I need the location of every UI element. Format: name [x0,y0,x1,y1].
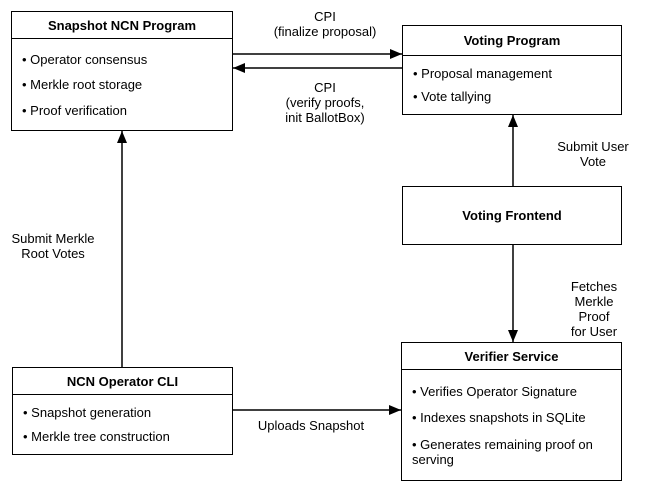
box-item: • Vote tallying [413,89,492,104]
edge-label-uploads-snapshot: Uploads Snapshot [257,418,365,433]
box-body: • Verifies Operator Signature • Indexes … [402,370,621,480]
box-title: Snapshot NCN Program [12,12,232,39]
box-voting-frontend: Voting Frontend [402,186,622,245]
box-title: NCN Operator CLI [13,368,232,395]
box-item: • Proof verification [22,102,127,118]
box-body: • Operator consensus • Merkle root stora… [12,39,232,130]
box-voting-program: Voting Program • Proposal management • V… [402,25,622,115]
box-item: • Verifies Operator Signature [412,383,577,399]
box-ncn-operator-cli: NCN Operator CLI • Snapshot generation •… [12,367,233,455]
box-item: • Proposal management [413,66,552,81]
box-title: Voting Frontend [462,208,562,223]
box-title: Voting Program [403,26,621,56]
edge-label-submit-user-vote: Submit User Vote [557,139,629,169]
box-item: • Indexes snapshots in SQLite [412,410,586,425]
box-body: • Snapshot generation • Merkle tree cons… [13,395,232,454]
box-item: • Merkle root storage [22,77,143,92]
box-item: • Merkle tree construction [23,428,170,444]
box-snapshot-ncn-program: Snapshot NCN Program • Operator consensu… [11,11,233,131]
box-verifier-service: Verifier Service • Verifies Operator Sig… [401,342,622,481]
box-item: • Snapshot generation [23,405,152,421]
box-title: Verifier Service [402,343,621,370]
box-item: • Generates remaining proof on serving [412,436,593,467]
box-body: • Proposal management • Vote tallying [403,56,621,114]
edge-label-cpi-finalize-proposal: CPI (finalize proposal) [273,9,377,39]
edge-label-submit-merkle-root-votes: Submit Merkle Root Votes [11,231,95,261]
box-item: • Operator consensus [22,51,148,67]
edge-label-fetches-merkle-proof: Fetches Merkle Proof for User [570,279,618,339]
edge-label-cpi-verify-proofs: CPI (verify proofs, init BallotBox) [285,80,365,125]
